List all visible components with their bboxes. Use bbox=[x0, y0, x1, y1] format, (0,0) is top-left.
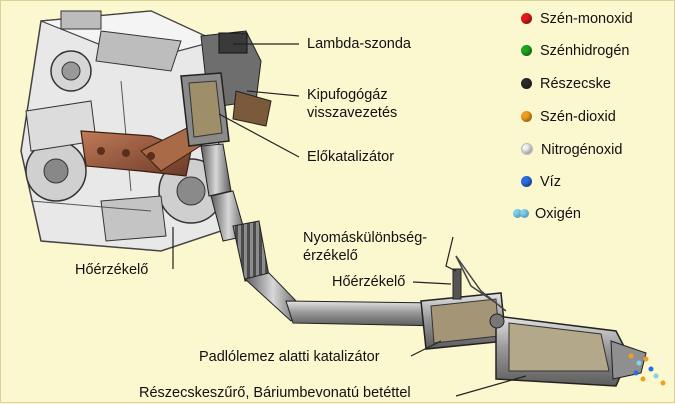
legend-item-water: Víz bbox=[521, 174, 561, 190]
legend-label: Szén-monoxid bbox=[540, 11, 633, 27]
label-dp-sensor-line1: Nyomáskülönbség- bbox=[303, 230, 427, 247]
legend-label: Szénhidrogén bbox=[540, 43, 630, 59]
label-particulate-filter: Részecskeszűrő, Báriumbevonatú betéttel bbox=[139, 385, 411, 402]
pre-catalyst bbox=[181, 73, 229, 146]
red-dot-icon bbox=[521, 13, 532, 24]
legend-label: Szén-dioxid bbox=[540, 109, 616, 125]
blue-dot-icon bbox=[521, 176, 532, 187]
center-pipe bbox=[286, 301, 441, 326]
legend-item-carbon-monoxide: Szén-monoxid bbox=[521, 11, 633, 27]
legend-item-oxygen: Oxigén bbox=[513, 206, 581, 222]
particulate-filter bbox=[496, 316, 646, 386]
white-dot-icon bbox=[521, 143, 533, 155]
green-dot-icon bbox=[521, 45, 532, 56]
label-underfloor-catalyst: Padlólemez alatti katalizátor bbox=[199, 349, 380, 366]
legend-item-carbon-dioxide: Szén-dioxid bbox=[521, 109, 616, 125]
legend-label: Oxigén bbox=[535, 206, 581, 222]
label-dp-sensor-line2: érzékelő bbox=[303, 248, 358, 265]
label-temp-sensor-left: Hőérzékelő bbox=[75, 262, 148, 279]
legend-item-nitrogen-oxide: Nitrogénoxid bbox=[521, 142, 622, 158]
legend-label: Részecske bbox=[540, 76, 611, 92]
label-egr-line1: Kipufogógáz bbox=[307, 87, 388, 104]
label-egr-line2: visszavezetés bbox=[307, 105, 397, 122]
label-temp-sensor-right: Hőérzékelő bbox=[332, 274, 405, 291]
legend-item-hydrocarbon: Szénhidrogén bbox=[521, 43, 630, 59]
label-lambda-sensor: Lambda-szonda bbox=[307, 36, 411, 53]
legend-item-particulate: Részecske bbox=[521, 76, 611, 92]
black-dot-icon bbox=[521, 78, 532, 89]
legend-label: Víz bbox=[540, 174, 561, 190]
legend-label: Nitrogénoxid bbox=[541, 142, 622, 158]
double-cyan-dot-icon bbox=[513, 206, 529, 222]
orange-dot-icon bbox=[521, 111, 532, 122]
label-pre-catalyst: Előkatalizátor bbox=[307, 149, 394, 166]
